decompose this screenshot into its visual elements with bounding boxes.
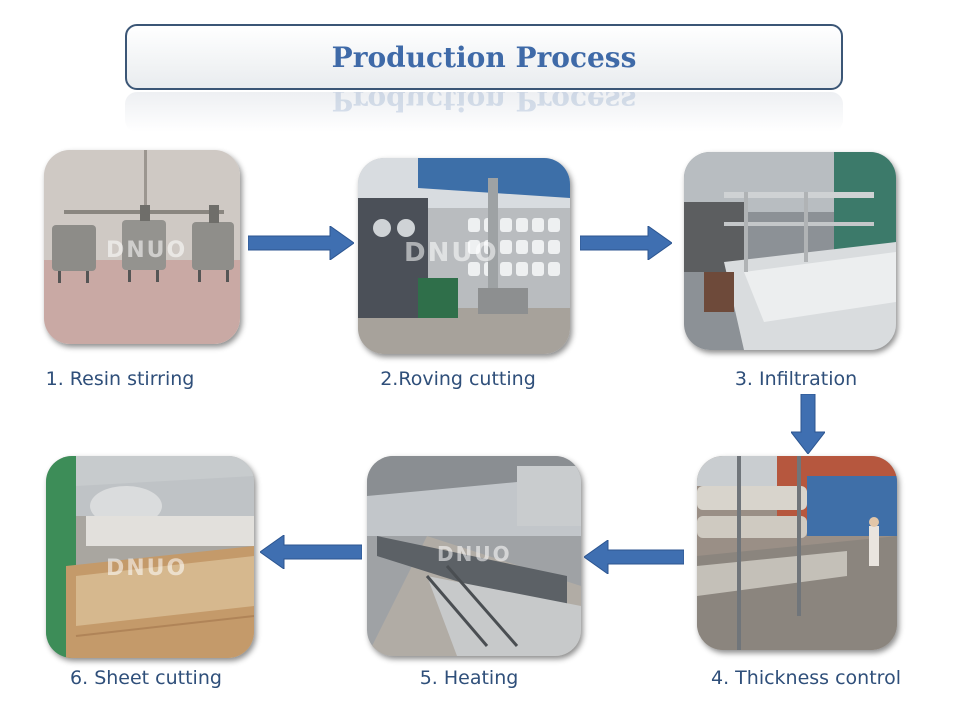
arrow-4-to-5 — [584, 540, 684, 574]
step-1-label: 1. Resin stirring — [45, 368, 195, 390]
step-2-label: 2.Roving cutting — [380, 368, 536, 390]
arrow-2-to-3 — [580, 226, 672, 260]
watermark-6: DNUO — [106, 556, 188, 581]
title-reflection-text: Production Process — [331, 92, 637, 117]
step-5-photo: DNUO — [367, 456, 581, 656]
step-3-photo — [684, 152, 896, 350]
watermark-2: DNUO — [404, 238, 499, 268]
step-4-label: 4. Thickness control — [711, 667, 901, 689]
step-3-label: 3. Infiltration — [734, 368, 858, 390]
title-reflection: Production Process — [125, 92, 843, 132]
step-4-photo — [697, 456, 897, 650]
step-6-photo: DNUO — [46, 456, 254, 658]
step-5-label: 5. Heating — [419, 667, 519, 689]
arrow-5-to-6 — [260, 535, 362, 569]
watermark-5: DNUO — [437, 542, 512, 566]
arrow-1-to-2 — [248, 226, 354, 260]
watermark-1: DNUO — [106, 238, 188, 263]
arrow-3-to-4 — [791, 394, 825, 454]
title-box: Production Process — [125, 24, 843, 90]
step-2-photo: DNUO — [358, 158, 570, 354]
page-title: Production Process — [331, 40, 637, 74]
step-6-label: 6. Sheet cutting — [70, 667, 222, 689]
step-1-photo: DNUO — [44, 150, 240, 344]
